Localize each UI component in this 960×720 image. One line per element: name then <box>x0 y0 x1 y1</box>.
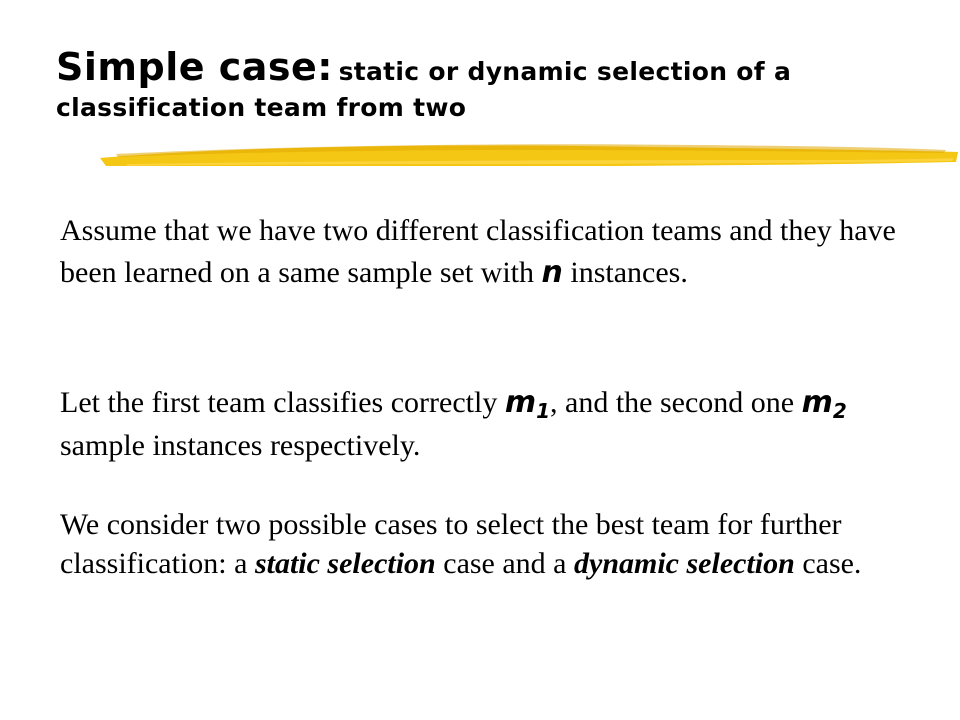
highlighter-stroke <box>100 144 958 166</box>
var-m1: m1 <box>504 385 551 423</box>
p1-text-b: instances. <box>570 256 688 289</box>
var-m1-letter: m <box>504 385 537 420</box>
static-selection-term: static selection <box>254 547 436 580</box>
highlighter-stroke-light <box>126 158 954 166</box>
paragraph-correct-counts: Let the first team classifies correctly … <box>60 382 920 467</box>
slide-title: Simple case: static or dynamic selection… <box>56 44 946 123</box>
var-m2: m2 <box>801 385 847 423</box>
p2-text-b: , and the second one <box>550 386 795 419</box>
p1-text-a: Assume that we have two different classi… <box>60 214 896 289</box>
title-sub: static or dynamic selection of a classif… <box>56 57 792 122</box>
title-main: Simple case: <box>56 45 333 89</box>
p2-text-c: sample instances respectively. <box>60 429 421 462</box>
var-m1-subscript: 1 <box>536 399 551 423</box>
dynamic-selection-term: dynamic selection <box>574 547 795 580</box>
paragraph-assumption: Assume that we have two different classi… <box>60 210 920 294</box>
p3-text-a: We consider two possible cases to select… <box>60 508 842 580</box>
highlighter-stroke-edge <box>116 144 946 157</box>
p2-text-a: Let the first team classifies correctly <box>60 386 498 419</box>
var-m2-letter: m <box>801 385 833 420</box>
var-m2-subscript: 2 <box>832 399 847 423</box>
p3-text-b: case and a <box>443 547 567 580</box>
p3-text-c: case. <box>802 547 862 580</box>
var-n: n <box>541 255 563 290</box>
paragraph-selection-cases: We consider two possible cases to select… <box>60 505 920 583</box>
